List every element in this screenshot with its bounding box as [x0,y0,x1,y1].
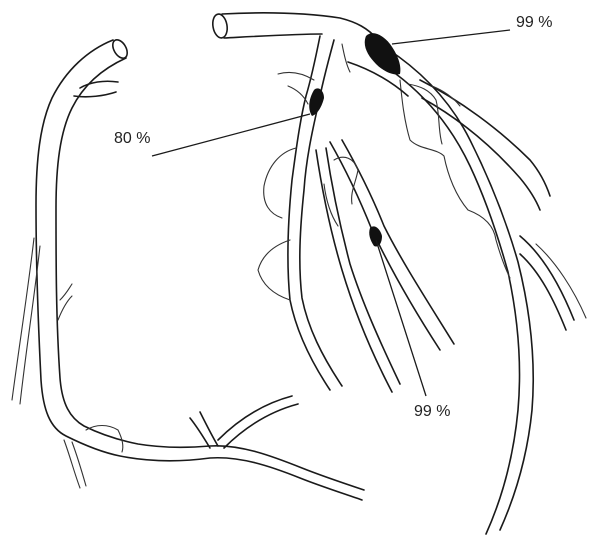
stenosis-label-diagonal-branch: 99 % [414,403,450,421]
leader-line-diagonal-branch [376,240,426,396]
leader-line-left-main-branch [152,114,310,156]
stenosis-label-proximal-lad: 99 % [516,14,552,32]
lesion-diagonal-branch [369,226,382,246]
stenosis-label-left-main-branch: 80 % [114,130,150,148]
lesion-proximal-lad [365,33,401,74]
lesion-left-main-branch [309,88,324,116]
leader-line-proximal-lad [392,30,510,44]
